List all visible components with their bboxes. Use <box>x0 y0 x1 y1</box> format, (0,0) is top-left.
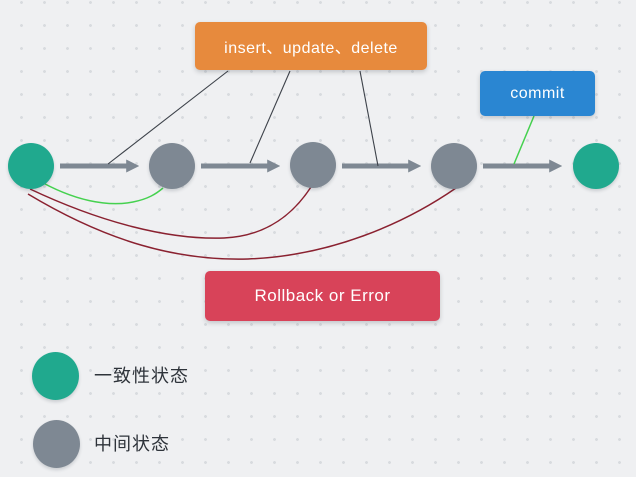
ops-label-text: insert、update、delete <box>224 40 398 57</box>
node-intermediate-3 <box>431 143 477 189</box>
node-consistent-end <box>573 143 619 189</box>
consistent-transition-curve <box>35 178 164 205</box>
rollback-label-box: Rollback or Error <box>205 271 440 321</box>
node-intermediate-2 <box>290 142 336 188</box>
commit-pointer-line <box>513 115 535 165</box>
legend-swatch-consistent-state <box>32 352 79 400</box>
ops-pointer-line-1 <box>107 70 229 165</box>
ops-pointer-line-2 <box>249 70 291 164</box>
ops-pointer-line-3 <box>359 70 379 167</box>
rollback-curve-1 <box>29 186 312 239</box>
node-consistent-start <box>8 143 54 189</box>
commit-label-box: commit <box>480 71 595 116</box>
legend-label-intermediate-state: 中间状态 <box>94 434 170 454</box>
ops-label-box: insert、update、delete <box>195 22 427 70</box>
legend-label-consistent-state: 一致性状态 <box>94 366 189 386</box>
rollback-curve-2 <box>27 187 457 260</box>
node-intermediate-1 <box>149 143 195 189</box>
commit-label-text: commit <box>510 84 565 102</box>
legend-swatch-intermediate-state <box>33 420 80 468</box>
rollback-label-text: Rollback or Error <box>254 286 391 305</box>
